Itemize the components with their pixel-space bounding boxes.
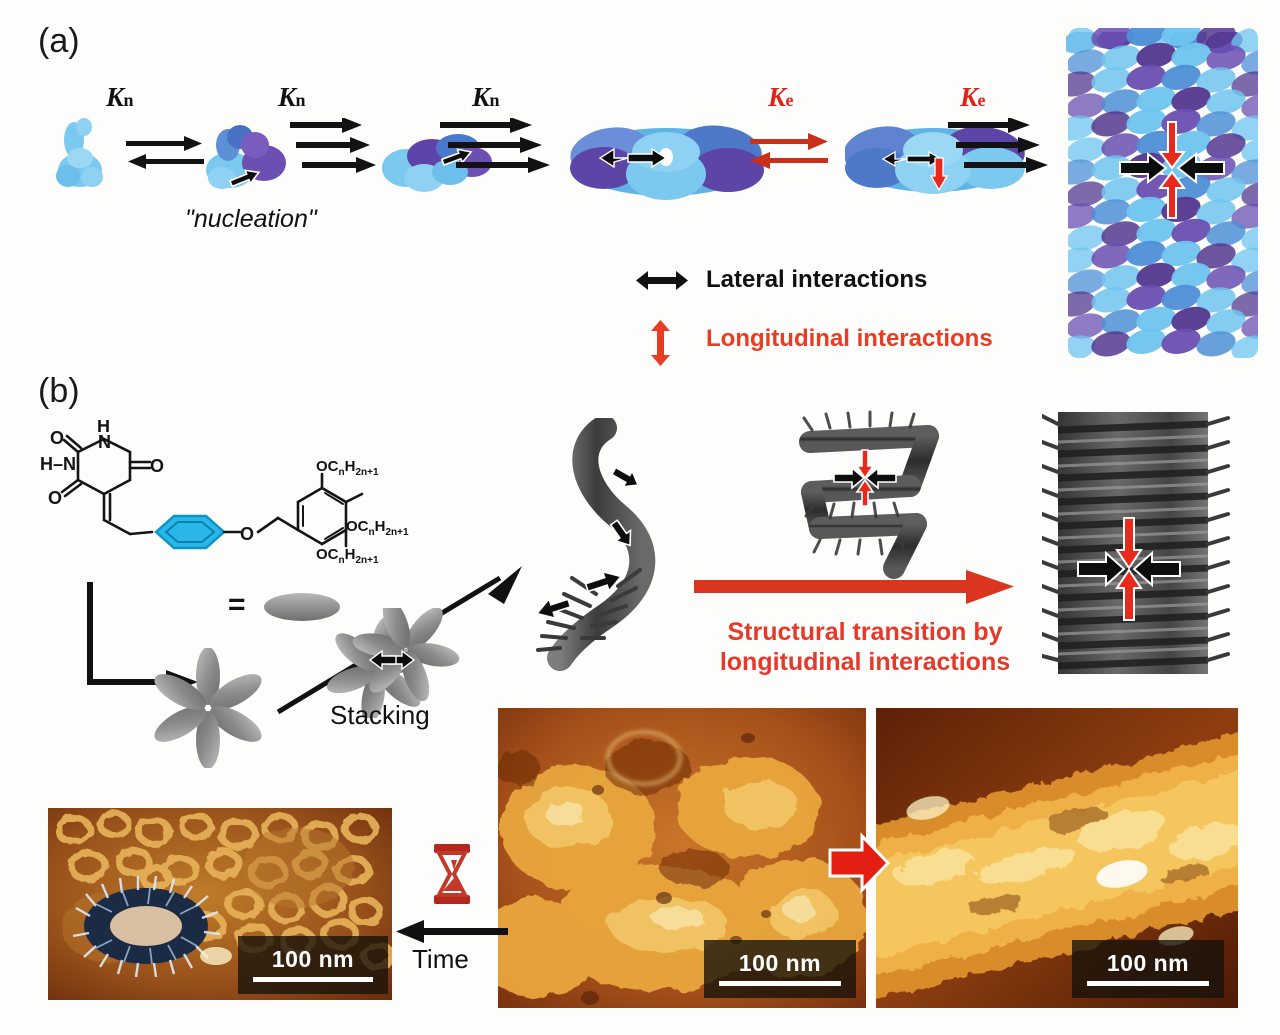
aromatic-ring-highlight	[154, 514, 226, 550]
scalebar-left-text: 100 nm	[271, 946, 355, 972]
dense-lamellar-bundle	[1042, 412, 1230, 674]
stacking-label: Stacking	[330, 700, 430, 730]
scalebar-left-line	[253, 977, 373, 982]
alkoxy-tail-label-3: OCnH2n+1	[316, 546, 379, 566]
atom-label-O-ether: O	[240, 524, 254, 544]
triple-forward-arrow-2	[440, 118, 550, 173]
afm-image-middle: 100 nm	[498, 708, 866, 1008]
time-arrow-icon	[396, 920, 508, 943]
afm-transition-arrow	[828, 832, 891, 894]
transition-line-2: longitudinal interactions	[719, 647, 1011, 676]
lateral-interaction-icon	[636, 271, 688, 290]
curved-fiber-structure	[535, 418, 656, 671]
dimer-unit	[206, 125, 286, 189]
rate-constant-label-ke-2: Ke	[960, 82, 986, 112]
alkoxy-tail-label-2: OCnH2n+1	[346, 518, 409, 538]
scalebar-middle-line	[719, 981, 841, 986]
hourglass-icon	[434, 844, 470, 904]
panel-b-label: (b)	[38, 372, 80, 410]
scalebar-middle: 100 nm	[704, 940, 856, 998]
afm-image-right: 100 nm	[876, 708, 1238, 1008]
scalebar-middle-text: 100 nm	[738, 950, 822, 976]
stacked-rosettes	[326, 608, 460, 718]
triple-forward-arrow-1	[290, 118, 376, 173]
transition-line-1: Structural transition by	[727, 618, 1003, 646]
longitudinal-interaction-icon	[651, 320, 670, 366]
nucleation-caption: "nucleation"	[185, 205, 317, 233]
rate-constant-label-kn-3: Kn	[472, 82, 500, 112]
tube-interaction-arrows	[1119, 121, 1225, 219]
structural-transition-caption: Structural transition by longitudinal in…	[698, 618, 1032, 677]
equilibrium-arrow-1	[126, 136, 204, 169]
lateral-interaction-label: Lateral interactions	[706, 266, 928, 293]
monomer-ellipsoid-icon	[264, 593, 340, 621]
rate-constant-label-ke-1: Ke	[768, 82, 794, 112]
scalebar-right: 100 nm	[1072, 940, 1224, 998]
molecular-structure-diagram: O H N H–N O O O	[40, 420, 364, 550]
rate-constant-label-kn-2: Kn	[278, 82, 306, 112]
atom-label-O-2: O	[150, 456, 164, 476]
atom-label-O-1: O	[50, 428, 64, 448]
equals-symbol: =	[228, 588, 246, 621]
atom-label-H-top: H	[97, 420, 110, 436]
afm-image-left: 100 nm	[48, 808, 392, 1000]
longitudinal-interaction-label: Longitudinal interactions	[706, 325, 993, 352]
nucleus-disc	[570, 125, 764, 200]
atom-label-HN-left: H–N	[40, 454, 76, 474]
rate-constant-label-kn-1: Kn	[106, 82, 134, 112]
toroid-model-inset	[72, 875, 221, 978]
equilibrium-arrow-2-red	[750, 133, 828, 169]
structural-transition-arrow	[694, 570, 1014, 604]
scalebar-right-line	[1087, 981, 1209, 986]
triple-forward-arrow-3	[948, 118, 1048, 173]
atom-label-N-top: N	[98, 432, 111, 452]
time-label: Time	[412, 944, 469, 974]
scalebar-right-text: 100 nm	[1106, 950, 1190, 976]
alkoxy-tail-label-1: OCnH2n+1	[316, 458, 379, 478]
panel-a-label: (a)	[38, 22, 80, 60]
scalebar-left: 100 nm	[238, 936, 388, 994]
rosette-assembly	[154, 648, 262, 768]
lamellar-sheet-structure	[799, 410, 939, 579]
atom-label-O-3: O	[48, 488, 62, 508]
monomer-unit	[56, 118, 103, 187]
